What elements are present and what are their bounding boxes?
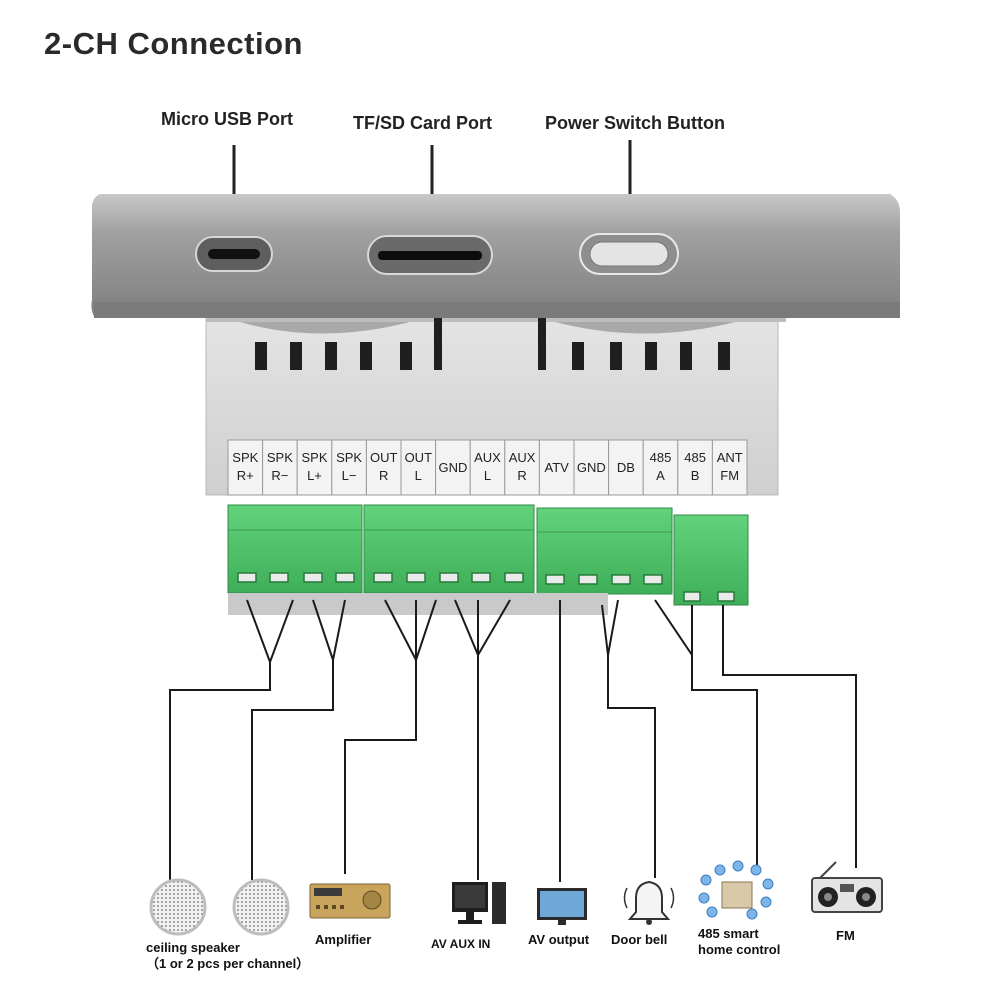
amplifier-icon [309, 883, 391, 919]
front-panel [91, 194, 900, 318]
ceiling-speaker-label-line1: ceiling speaker [146, 940, 240, 955]
terminal-label-line1: AUX [509, 450, 536, 465]
av-aux-in-icon [452, 882, 506, 924]
terminal-label-line2: R [379, 468, 388, 483]
ceiling-speaker-icon-2 [232, 878, 290, 936]
terminal-label-line1: SPK [232, 450, 258, 465]
terminal-label-line2: R− [271, 468, 288, 483]
terminal-cell [573, 439, 610, 496]
terminal-label-line1: AUX [474, 450, 501, 465]
ceiling-speaker-label: ceiling speaker （1 or 2 pcs per channel） [146, 940, 309, 972]
terminal-screw-holes [237, 572, 735, 602]
terminal-cell [504, 439, 540, 496]
terminal-cell [435, 439, 471, 496]
terminal-label-strip: SPK R+ SPK R− SPK L+ SPK L− OUT R OUT L GND AUX L AUX R A… [227, 439, 748, 496]
terminal-label-line2: R [517, 468, 526, 483]
smart-home-label-line2: home control [698, 942, 781, 957]
terminal-cell [469, 439, 506, 496]
terminal-cell [642, 439, 679, 496]
terminal-label-line1: ATV [545, 460, 570, 475]
wire-door-bell [607, 655, 656, 878]
terminal-label-line1: 485 [650, 450, 672, 465]
terminal-cell [608, 439, 644, 496]
wiring [169, 599, 857, 882]
terminal-blocks [227, 504, 749, 615]
rs485-terminal-block [673, 514, 749, 606]
terminal-label-line1: 485 [684, 450, 706, 465]
tv-icon [537, 888, 587, 925]
wire-speaker-2 [251, 660, 334, 880]
smart-home-label-line1: 485 smart [698, 926, 759, 941]
terminal-label-line2: B [691, 468, 700, 483]
terminal-label-line2: L [415, 468, 422, 483]
wire-485 [654, 599, 693, 659]
wire-smart-home [691, 655, 758, 870]
terminal-label-line1: ANT [717, 450, 743, 465]
terminal-cell [262, 439, 298, 496]
vent-slots [255, 318, 730, 370]
terminal-cell [400, 439, 437, 496]
wire-speaker-1 [169, 662, 271, 880]
terminal-cell [227, 439, 264, 496]
terminal-cell [331, 439, 367, 496]
terminal-label-line1: OUT [405, 450, 433, 465]
av-output-label: AV output [528, 932, 590, 947]
power-switch-label: Power Switch Button [545, 113, 725, 133]
terminal-label-line1: GND [438, 460, 467, 475]
ceiling-speaker-label-line2: （1 or 2 pcs per channel） [146, 956, 310, 971]
tf-card-port-label: TF/SD Card Port [353, 113, 493, 133]
terminal-label-line2: FM [720, 468, 739, 483]
page-title: 2-CH Connection [44, 26, 303, 61]
terminal-cell [677, 439, 713, 496]
terminal-cell [296, 439, 333, 496]
terminal-label-line1: OUT [370, 450, 398, 465]
terminal-label-line1: SPK [336, 450, 362, 465]
smart-home-icon [698, 860, 774, 920]
terminal-label-line2: L+ [307, 468, 322, 483]
micro-usb-port-label: Micro USB Port [161, 109, 294, 129]
av-aux-in-label: AV AUX IN [431, 937, 491, 951]
fm-radio-icon [811, 861, 883, 913]
terminal-label-line1: GND [577, 460, 606, 475]
terminal-label-line1: DB [617, 460, 635, 475]
terminal-cell [365, 439, 402, 496]
terminal-label-line2: L [484, 468, 491, 483]
terminal-label-line2: R+ [237, 468, 254, 483]
terminal-label-line1: SPK [301, 450, 327, 465]
terminal-label-line2: L− [342, 468, 357, 483]
terminal-label-line1: SPK [267, 450, 293, 465]
door-bell-icon [623, 880, 675, 925]
ceiling-speaker-icon [149, 878, 207, 936]
terminal-label-line2: A [656, 468, 665, 483]
amplifier-label: Amplifier [315, 932, 372, 947]
door-bell-label: Door bell [611, 932, 668, 947]
fm-label: FM [836, 928, 855, 943]
smart-home-label: 485 smart home control [698, 926, 780, 958]
terminal-cell [711, 439, 748, 496]
wire-fm [722, 605, 857, 868]
wire-amplifier [344, 660, 417, 874]
